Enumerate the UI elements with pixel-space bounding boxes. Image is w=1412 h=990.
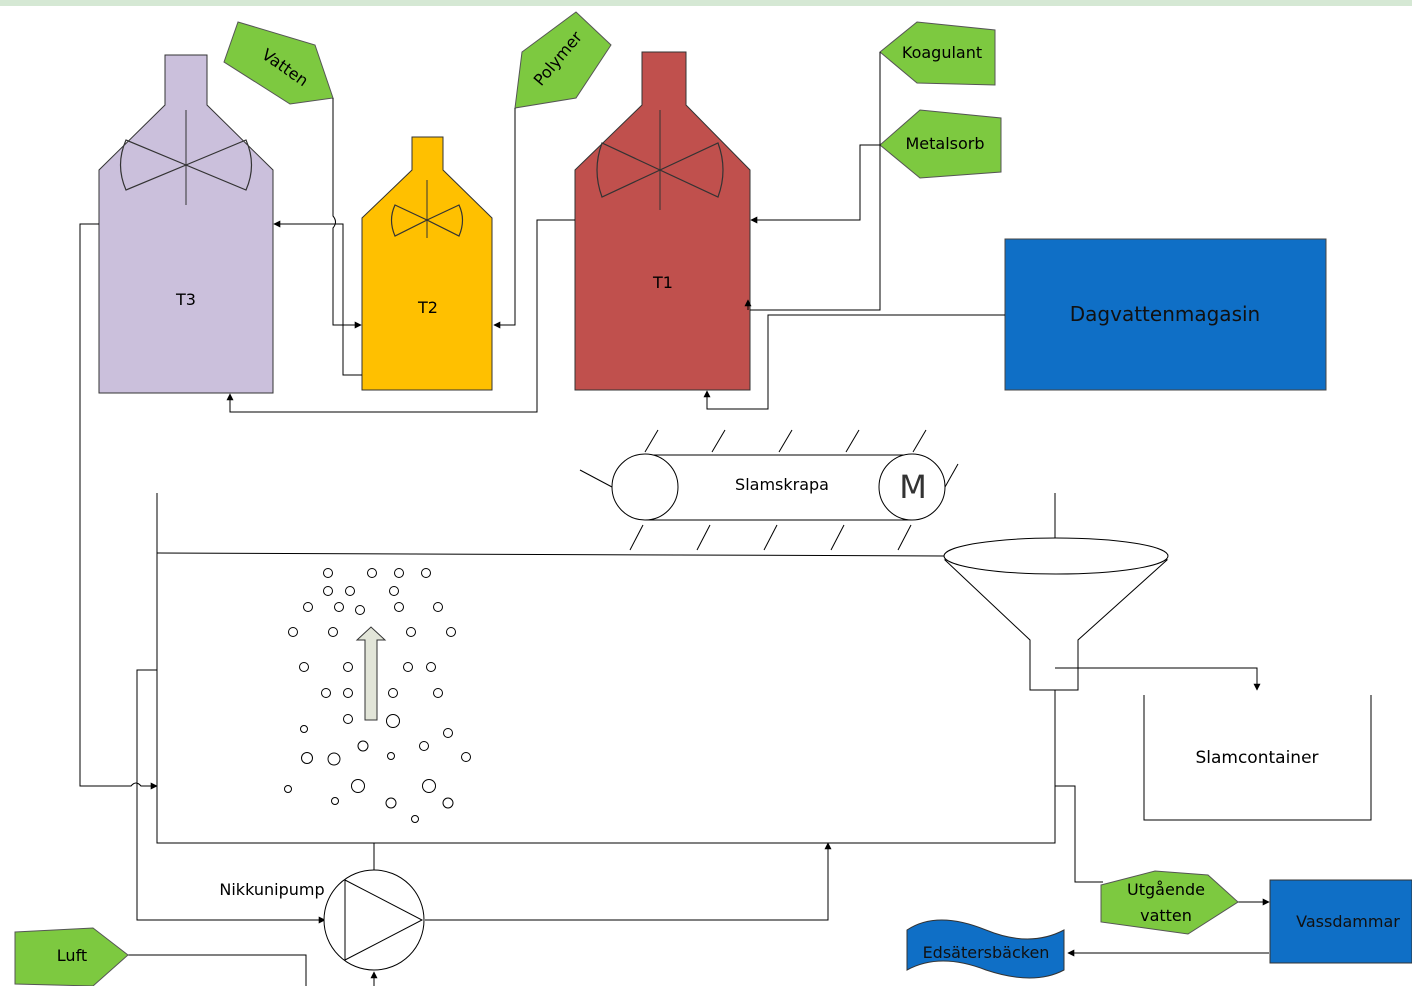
nikkunipump-icon [323,869,425,971]
tag-utgaende-vatten: Utgående vatten [1100,870,1239,935]
upflow-arrow-icon [355,626,387,721]
tank-t3-label: T3 [175,290,196,309]
tag-koagulant-label: Koagulant [902,43,982,62]
vassdammar-label: Vassdammar [1296,912,1400,931]
slamcontainer-outline [1143,695,1372,821]
edsatersbacken-shape: Edsätersbäcken [906,919,1065,979]
tag-luft: Luft [14,927,129,987]
mixer-icon [596,142,724,198]
vassdammar-box: Vassdammar [1269,879,1412,964]
flotation-basin [156,493,1056,844]
tank-t1: T1 [574,51,751,391]
air-bubbles [284,568,471,823]
tag-metalsorb-label: Metalsorb [905,134,984,153]
utgaende-vatten-label-1: Utgående [1127,880,1205,899]
slamcontainer-label: Slamcontainer [1195,748,1318,768]
tag-polymer: Polymer [514,11,612,109]
slamskrapa-label: Slamskrapa [735,475,829,494]
upper-pipes [226,52,1005,413]
dagvattenmagasin-box: Dagvattenmagasin [1004,238,1327,391]
tag-luft-label: Luft [57,946,87,965]
dagvattenmagasin-label: Dagvattenmagasin [1070,302,1260,326]
funnel-to-container-pipe [1055,667,1261,691]
tag-vatten: Vatten [223,21,334,105]
tank-t1-label: T1 [652,273,673,292]
tag-metalsorb: Metalsorb [879,109,1002,179]
funnel-icon [943,537,1169,691]
top-band [0,0,1412,6]
utgaende-vatten-label-2: vatten [1140,906,1192,925]
mixer-icon [390,204,464,237]
mixer-icon [119,139,253,191]
motor-icon: M [899,468,927,506]
edsatersbacken-label: Edsätersbäcken [923,943,1050,962]
tank-t2-label: T2 [417,298,438,317]
lower-pipes [79,223,1270,986]
tag-koagulant: Koagulant [879,21,996,86]
tank-t3: T3 [98,54,274,394]
tank-t2: T2 [361,136,493,391]
slamskrapa [579,429,959,551]
nikkunipump-label: Nikkunipump [219,880,324,899]
